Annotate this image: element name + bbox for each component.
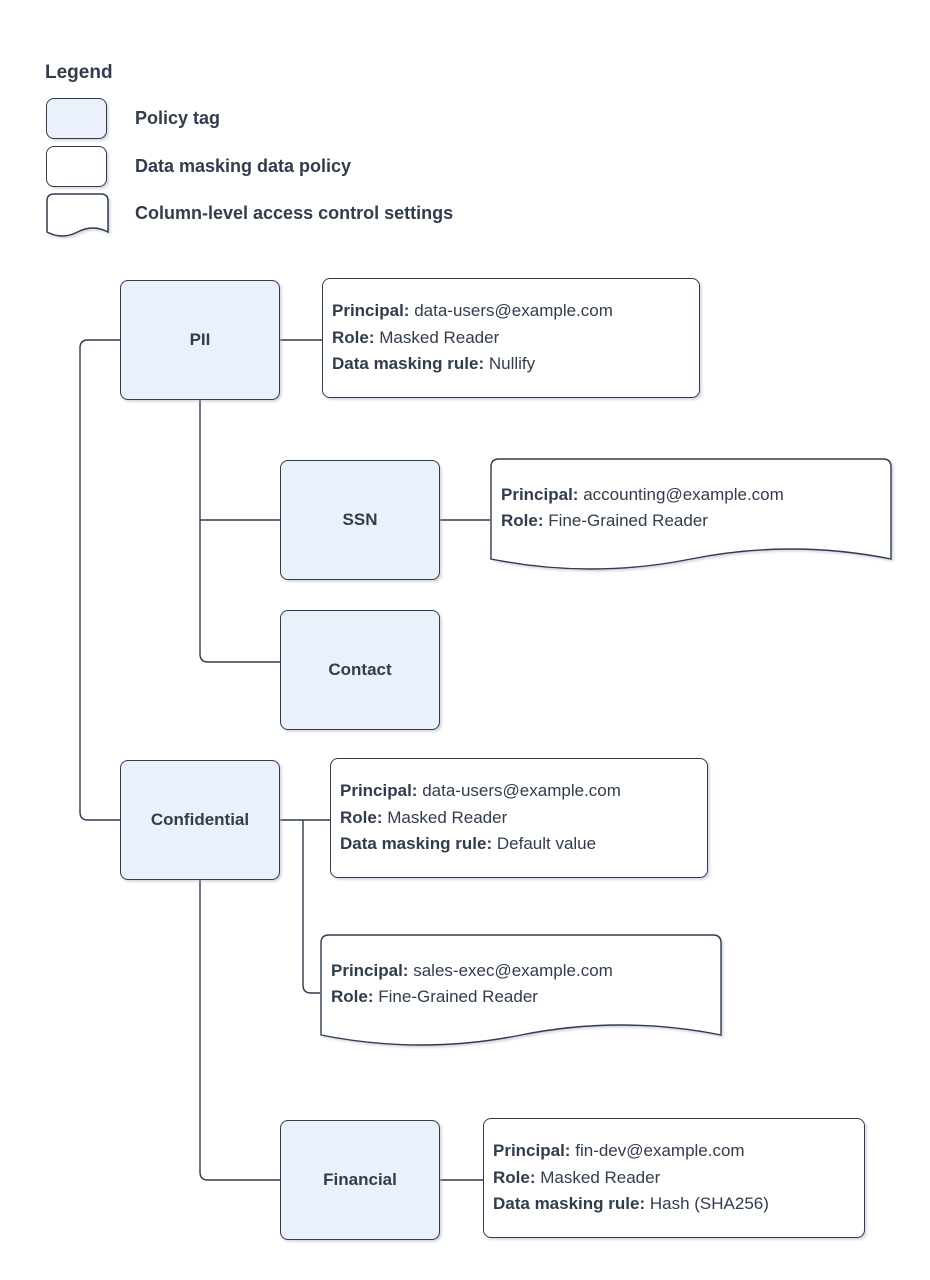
document-shape	[490, 458, 892, 570]
policy-tag-pii-label: PII	[189, 330, 211, 349]
document-shape-outline	[320, 934, 722, 1046]
policy-row-label: Role:	[331, 987, 374, 1006]
policy-tag-financial: Financial	[280, 1120, 440, 1240]
policy-row-label: Role:	[493, 1167, 536, 1187]
connector-confidential-access-settings	[302, 820, 320, 994]
connector-confidential-financial	[199, 880, 280, 1181]
access-settings-ssn: Principal:accounting@example.com Role:Fi…	[490, 458, 892, 580]
connector-pii-contact	[199, 400, 280, 663]
document-shape	[320, 934, 722, 1046]
policy-tag-confidential-label: Confidential	[150, 810, 250, 829]
legend-data-policy-label: Data masking data policy	[135, 156, 352, 176]
policy-row-label: Principal:	[340, 781, 418, 801]
policy-row-value: Masked Reader	[387, 807, 508, 827]
policy-row-label: Principal:	[501, 484, 579, 504]
policy-row-role: Role:Masked Reader	[340, 805, 707, 832]
legend-policy-tag-label: Policy tag	[135, 108, 221, 128]
policy-row-masking-rule: Data masking rule:Default value	[340, 831, 707, 858]
masking-policy-confidential: Principal:data-users@example.com Role:Ma…	[330, 758, 708, 878]
policy-row-value: Masked Reader	[540, 1167, 661, 1187]
policy-row-principal: Principal:accounting@example.com	[501, 482, 890, 509]
policy-tag-ssn-label: SSN	[342, 510, 378, 529]
legend-column-access-label: Column-level access control settings	[135, 203, 454, 223]
policy-row-principal: Principal:fin-dev@example.com	[493, 1138, 864, 1165]
access-settings-confidential: Principal:sales-exec@example.com Role:Fi…	[320, 934, 722, 1056]
access-settings-confidential-text: Principal:sales-exec@example.com Role:Fi…	[320, 934, 720, 1034]
policy-tag-financial-label: Financial	[323, 1170, 397, 1189]
policy-row-value: Fine-Grained Reader	[378, 987, 538, 1006]
policy-row-label: Role:	[501, 511, 544, 530]
policy-row-label: Data masking rule:	[493, 1194, 646, 1214]
policy-row-label: Principal:	[493, 1141, 571, 1161]
policy-tag-pii: PII	[120, 280, 280, 400]
policy-row-label: Role:	[340, 807, 383, 827]
policy-tag-confidential: Confidential	[120, 760, 280, 880]
policy-row-value: data-users@example.com	[422, 781, 621, 801]
legend-data-policy-swatch	[46, 146, 107, 187]
policy-row-principal: Principal:data-users@example.com	[340, 778, 707, 805]
policy-row-value: Fine-Grained Reader	[548, 511, 708, 530]
policy-row-label: Role:	[332, 327, 375, 347]
policy-row-role: Role:Masked Reader	[493, 1165, 864, 1192]
access-settings-ssn-text: Principal:accounting@example.com Role:Fi…	[490, 458, 890, 558]
legend-policy-tag-swatch	[46, 98, 107, 139]
masking-policy-pii: Principal:data-users@example.com Role:Ma…	[322, 278, 700, 398]
policy-row-label: Data masking rule:	[340, 834, 493, 854]
policy-row-label: Principal:	[332, 301, 410, 321]
policy-row-value: Default value	[496, 834, 597, 854]
policy-row-masking-rule: Data masking rule:Nullify	[332, 351, 699, 378]
policy-row-label: Data masking rule:	[332, 354, 485, 374]
policy-row-masking-rule: Data masking rule:Hash (SHA256)	[493, 1191, 864, 1218]
legend-document-swatch-shape	[46, 193, 109, 237]
policy-row-value: accounting@example.com	[583, 484, 784, 504]
connector-pii-confidential	[79, 339, 120, 821]
policy-row-value: Hash (SHA256)	[649, 1194, 769, 1214]
policy-tag-contact-label: Contact	[328, 660, 392, 679]
masking-policy-financial: Principal:fin-dev@example.com Role:Maske…	[483, 1118, 865, 1238]
policy-row-role: Role:Masked Reader	[332, 325, 699, 352]
policy-row-value: Nullify	[488, 354, 536, 374]
document-shape-outline	[490, 458, 892, 570]
policy-row-label: Principal:	[331, 960, 409, 980]
policy-row-value: fin-dev@example.com	[575, 1141, 745, 1161]
policy-row-principal: Principal:data-users@example.com	[332, 298, 699, 325]
policy-row-value: sales-exec@example.com	[413, 960, 613, 980]
policy-row-principal: Principal:sales-exec@example.com	[331, 958, 720, 985]
policy-row-role: Role:Fine-Grained Reader	[331, 984, 720, 1011]
policy-row-role: Role:Fine-Grained Reader	[501, 508, 890, 535]
legend-document-swatch	[46, 193, 109, 237]
policy-tag-contact: Contact	[280, 610, 440, 730]
legend-title: Legend	[45, 62, 113, 83]
policy-row-value: data-users@example.com	[414, 301, 613, 321]
policy-row-value: Masked Reader	[379, 327, 500, 347]
policy-tag-ssn: SSN	[280, 460, 440, 580]
